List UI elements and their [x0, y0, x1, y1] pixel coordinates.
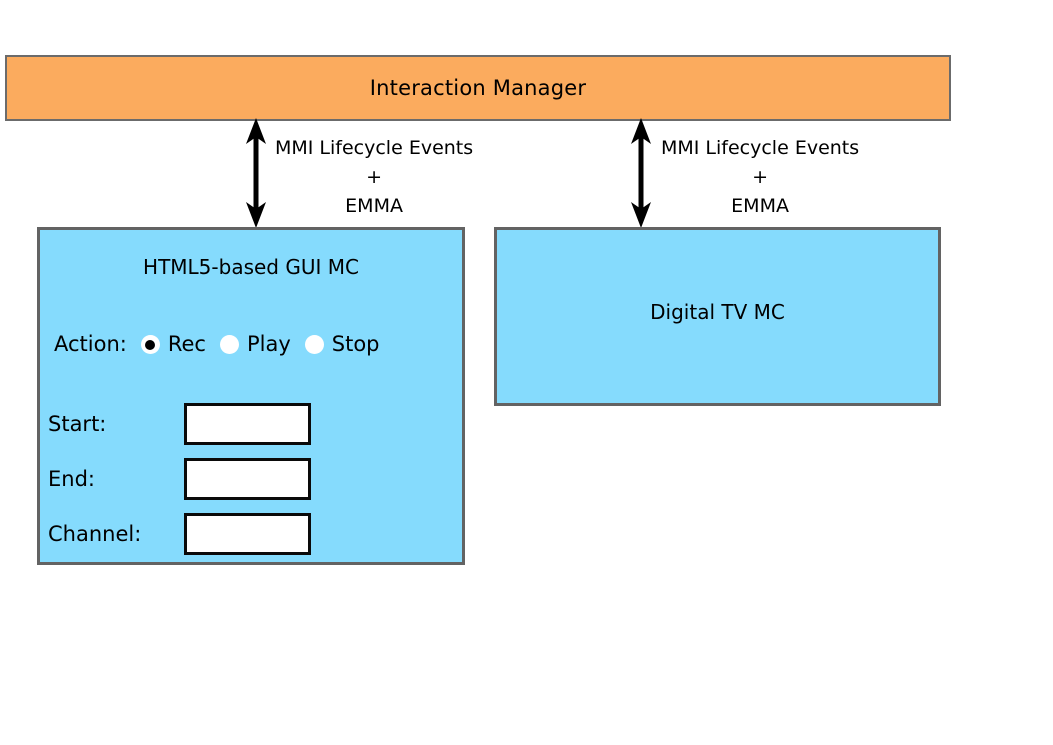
interaction-manager-box: Interaction Manager — [5, 55, 951, 121]
start-label: Start: — [48, 411, 107, 436]
action-radio-group[interactable]: Rec Play Stop — [140, 332, 380, 356]
edge-label-line1: MMI Lifecycle Events — [661, 137, 860, 159]
radio-rec-icon[interactable] — [140, 335, 160, 354]
radio-stop-icon[interactable] — [304, 335, 324, 354]
edge-label-line2: + — [752, 166, 769, 188]
im-to-gui-label: MMI Lifecycle Events + EMMA — [275, 134, 473, 221]
field-row-channel: Channel: — [48, 512, 311, 556]
edge-label-line3: EMMA — [345, 195, 403, 217]
radio-rec-label[interactable]: Rec — [167, 332, 206, 356]
radio-play-label[interactable]: Play — [246, 332, 291, 356]
end-input[interactable] — [184, 458, 311, 500]
tv-mc-title: Digital TV MC — [650, 300, 785, 324]
action-row: Action: Rec Play Stop — [54, 334, 380, 355]
end-label: End: — [48, 466, 95, 491]
radio-stop-label[interactable]: Stop — [331, 332, 380, 356]
radio-play-icon[interactable] — [219, 335, 239, 354]
field-row-end: End: — [48, 457, 311, 501]
radio-option-play[interactable]: Play — [219, 332, 291, 356]
im-to-gui-arrow — [241, 118, 271, 232]
gui-mc-title: HTML5-based GUI MC — [143, 255, 359, 279]
field-row-start: Start: — [48, 402, 311, 446]
gui-mc-box: HTML5-based GUI MC Action: Rec Play Stop — [37, 227, 465, 565]
edge-label-line3: EMMA — [731, 195, 789, 217]
im-to-tv-label: MMI Lifecycle Events + EMMA — [661, 134, 859, 221]
channel-label: Channel: — [48, 521, 142, 546]
edge-label-line1: MMI Lifecycle Events — [275, 137, 474, 159]
radio-option-stop[interactable]: Stop — [304, 332, 380, 356]
edge-label-line2: + — [366, 166, 383, 188]
start-input[interactable] — [184, 403, 311, 445]
channel-input[interactable] — [184, 513, 311, 555]
interaction-manager-title: Interaction Manager — [369, 75, 587, 100]
action-label: Action: — [54, 332, 127, 356]
double-headed-vertical-arrow-icon — [246, 118, 266, 228]
im-to-tv-arrow — [626, 118, 656, 232]
radio-option-rec[interactable]: Rec — [140, 332, 206, 356]
tv-mc-box: Digital TV MC — [494, 227, 941, 406]
double-headed-vertical-arrow-icon — [631, 118, 651, 228]
